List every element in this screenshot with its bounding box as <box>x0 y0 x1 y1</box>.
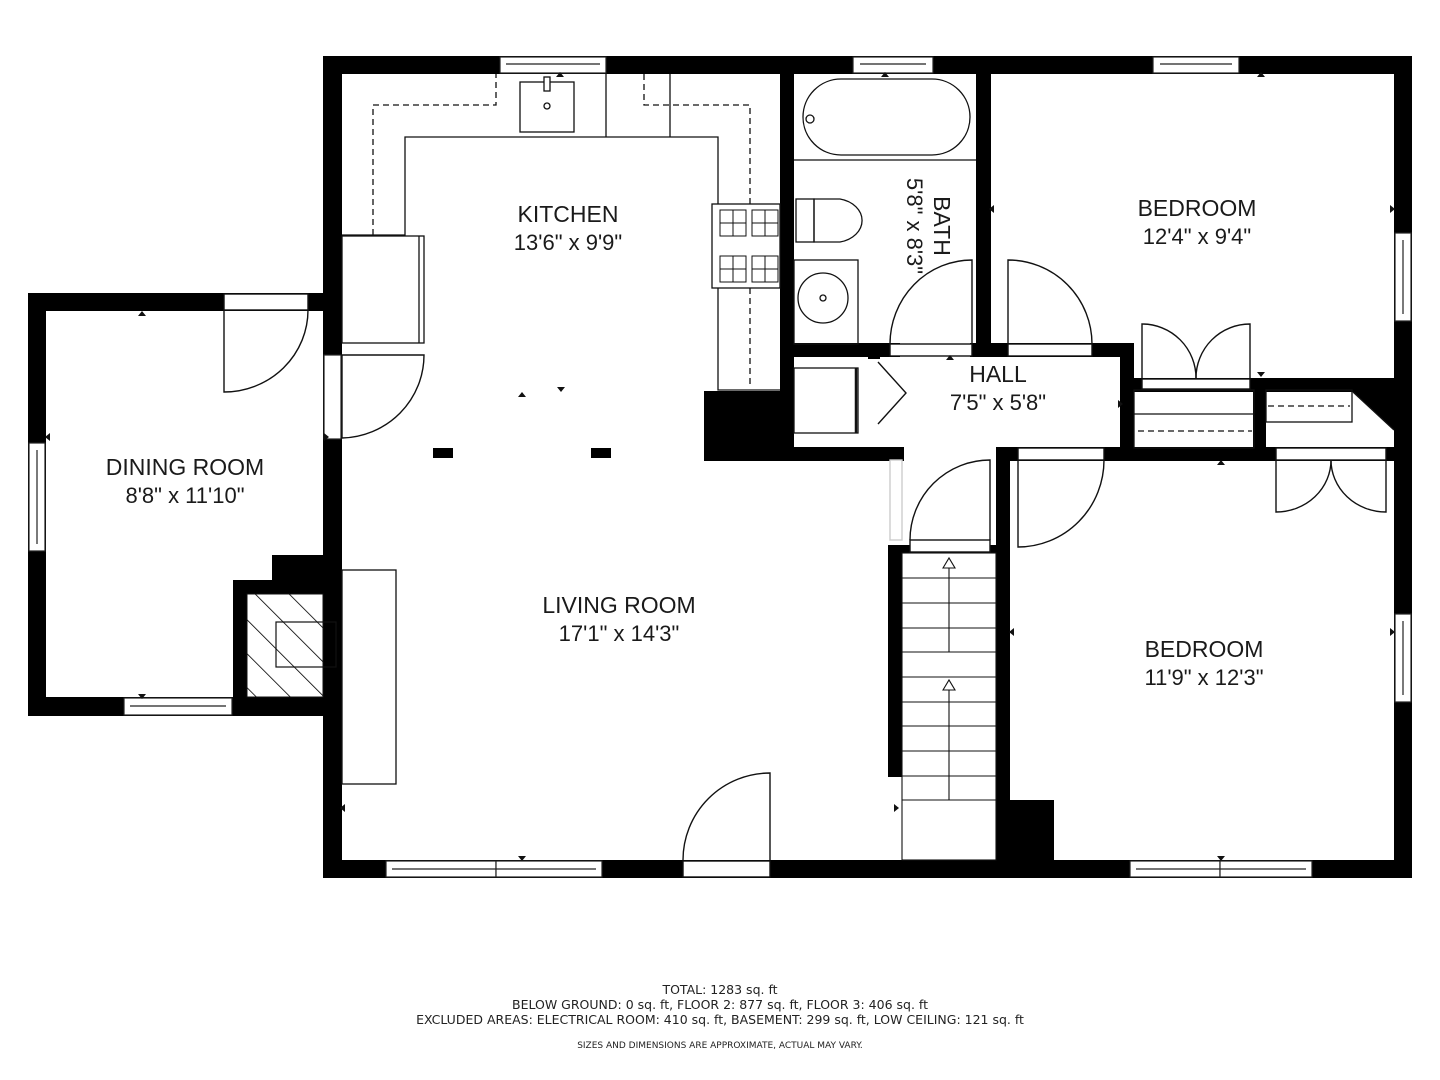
excluded-areas: EXCLUDED AREAS: ELECTRICAL ROOM: 410 sq.… <box>416 1012 1024 1027</box>
dimension-markers <box>45 72 1395 861</box>
room-label-living: LIVING ROOM 17'1" x 14'3" <box>542 591 695 647</box>
room-dimensions: 7'5" x 5'8" <box>949 389 1047 415</box>
disclaimer: SIZES AND DIMENSIONS ARE APPROXIMATE, AC… <box>577 1041 863 1051</box>
room-name: BEDROOM <box>1137 195 1257 221</box>
room-label-dining: DINING ROOM 8'8" x 11'10" <box>106 453 264 509</box>
fixtures <box>341 74 1395 861</box>
room-name: BATH <box>928 196 955 256</box>
windows <box>28 56 1412 878</box>
fireplace <box>246 593 337 698</box>
room-label-bath: BATH 5'8" x 8'3" <box>901 178 955 274</box>
room-label-bedroom-lower: BEDROOM 11'9" x 12'3" <box>1144 635 1263 691</box>
room-dimensions: 8'8" x 11'10" <box>125 482 245 508</box>
total-area: TOTAL: 1283 sq. ft <box>662 982 778 997</box>
room-dimensions: 12'4" x 9'4" <box>1142 223 1252 249</box>
room-name: DINING ROOM <box>105 454 265 480</box>
room-dimensions: 11'9" x 12'3" <box>1144 664 1264 690</box>
room-name: KITCHEN <box>517 201 619 227</box>
area-summary: TOTAL: 1283 sq. ft BELOW GROUND: 0 sq. f… <box>0 982 1440 1051</box>
room-name: BEDROOM <box>1144 636 1264 662</box>
room-name: HALL <box>969 361 1027 387</box>
room-dimensions: 5'8" x 8'3" <box>902 177 928 275</box>
doors <box>223 259 1387 878</box>
room-dimensions: 17'1" x 14'3" <box>558 620 680 646</box>
room-label-kitchen: KITCHEN 13'6" x 9'9" <box>514 200 622 256</box>
floor-areas: BELOW GROUND: 0 sq. ft, FLOOR 2: 877 sq.… <box>512 997 928 1012</box>
room-label-hall: HALL 7'5" x 5'8" <box>950 360 1046 416</box>
room-name: LIVING ROOM <box>542 592 696 618</box>
room-label-bedroom-upper: BEDROOM 12'4" x 9'4" <box>1138 194 1257 250</box>
room-dimensions: 13'6" x 9'9" <box>513 229 623 255</box>
